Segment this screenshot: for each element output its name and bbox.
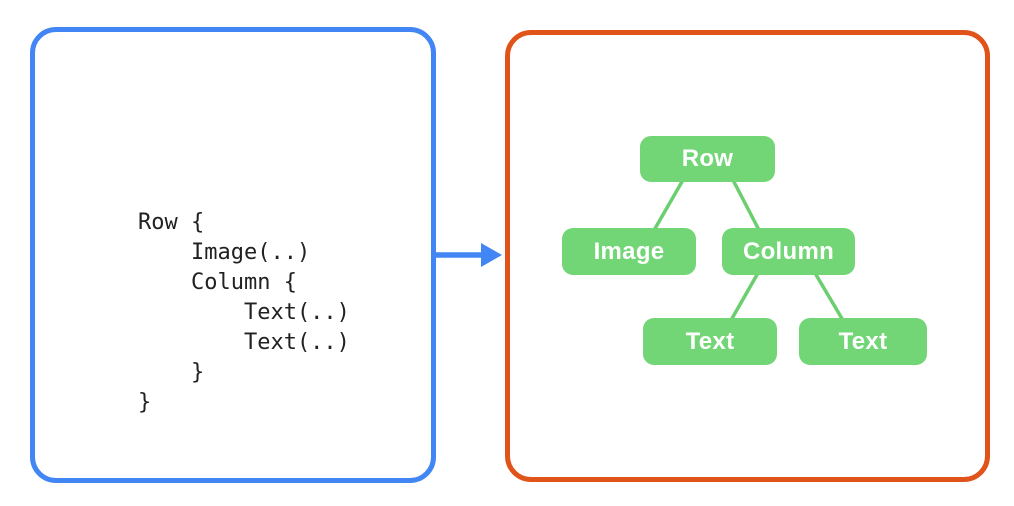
tree-node-image: Image — [562, 228, 696, 275]
code-panel: Row { Image(..) Column { Text(..) Text(.… — [30, 27, 436, 483]
code-line: } — [138, 360, 205, 385]
tree-node-text-1: Text — [643, 318, 777, 365]
code-line: } — [138, 390, 152, 415]
code-block: Row { Image(..) Column { Text(..) Text(.… — [138, 208, 350, 418]
tree-node-column: Column — [722, 228, 855, 275]
code-line: Image(..) — [138, 240, 311, 265]
transform-arrow-icon — [435, 243, 502, 267]
tree-node-text-2: Text — [799, 318, 927, 365]
tree-node-row: Row — [640, 136, 775, 182]
code-line: Column { — [138, 270, 297, 295]
code-line: Text(..) — [138, 300, 350, 325]
code-line: Row { — [138, 210, 205, 235]
code-line: Text(..) — [138, 330, 350, 355]
